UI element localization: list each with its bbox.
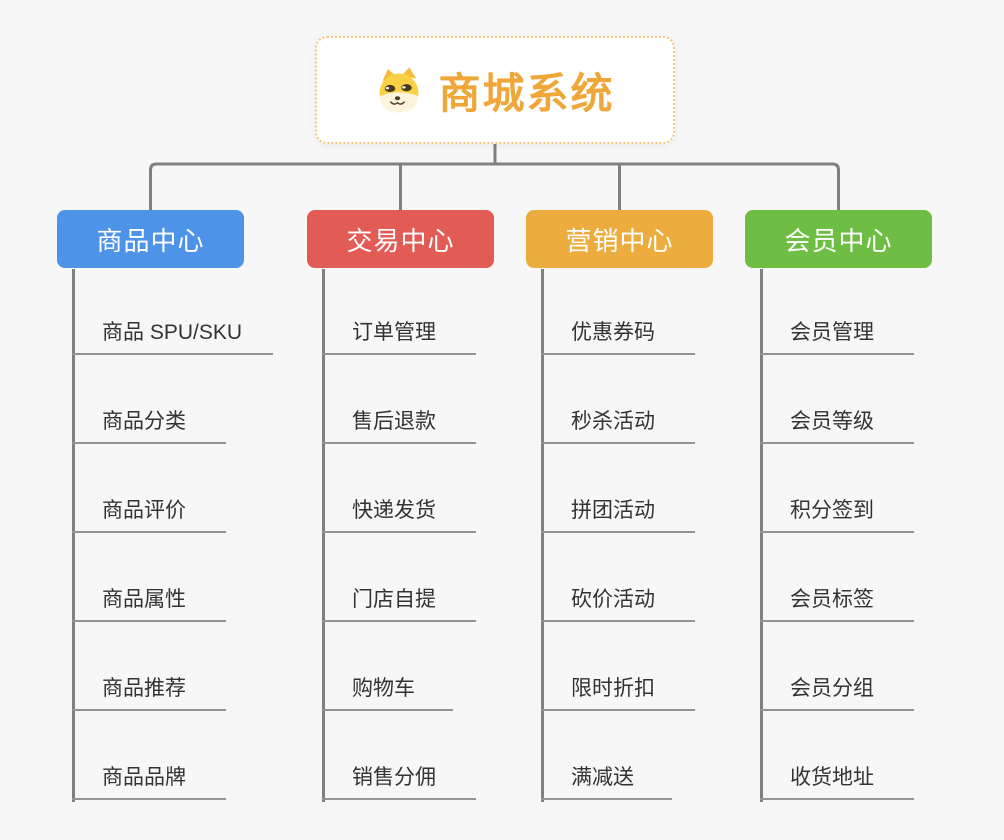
leaf-item[interactable]: 会员等级 (760, 402, 914, 444)
branch-member-center[interactable]: 会员中心 (745, 210, 932, 268)
leaf-item[interactable]: 商品分类 (72, 402, 226, 444)
leaf-item[interactable]: 优惠券码 (541, 313, 695, 355)
leaf-item[interactable]: 售后退款 (322, 402, 476, 444)
branch-marketing-center[interactable]: 营销中心 (526, 210, 713, 268)
leaf-item[interactable]: 销售分佣 (322, 758, 476, 800)
leaf-item[interactable]: 商品 SPU/SKU (72, 313, 273, 355)
leaf-item[interactable]: 满减送 (541, 758, 672, 800)
leaf-item[interactable]: 会员管理 (760, 313, 914, 355)
branch-rail (149, 162, 840, 211)
leaf-item[interactable]: 商品品牌 (72, 758, 226, 800)
leaf-item[interactable]: 快递发货 (322, 491, 476, 533)
leaf-item[interactable]: 会员标签 (760, 580, 914, 622)
leaf-item[interactable]: 商品推荐 (72, 669, 226, 711)
root-title: 商城系统 (438, 69, 615, 117)
leaf-item[interactable]: 积分签到 (760, 491, 914, 533)
leaf-item[interactable]: 拼团活动 (541, 491, 695, 533)
leaf-item[interactable]: 秒杀活动 (541, 402, 695, 444)
leaf-item[interactable]: 购物车 (322, 669, 453, 711)
leaf-item[interactable]: 商品属性 (72, 580, 226, 622)
leaf-item[interactable]: 会员分组 (760, 669, 914, 711)
root-node[interactable]: 商城系统 (315, 36, 675, 144)
leaf-item[interactable]: 订单管理 (322, 313, 476, 355)
leaf-item[interactable]: 限时折扣 (541, 669, 695, 711)
leaf-item[interactable]: 门店自提 (322, 580, 476, 622)
leaf-item[interactable]: 商品评价 (72, 491, 226, 533)
branch-trade-center[interactable]: 交易中心 (307, 210, 494, 268)
leaf-item[interactable]: 砍价活动 (541, 580, 695, 622)
leaf-item[interactable]: 收货地址 (760, 758, 914, 800)
branch-product-center[interactable]: 商品中心 (57, 210, 244, 268)
doge-icon (375, 66, 423, 114)
